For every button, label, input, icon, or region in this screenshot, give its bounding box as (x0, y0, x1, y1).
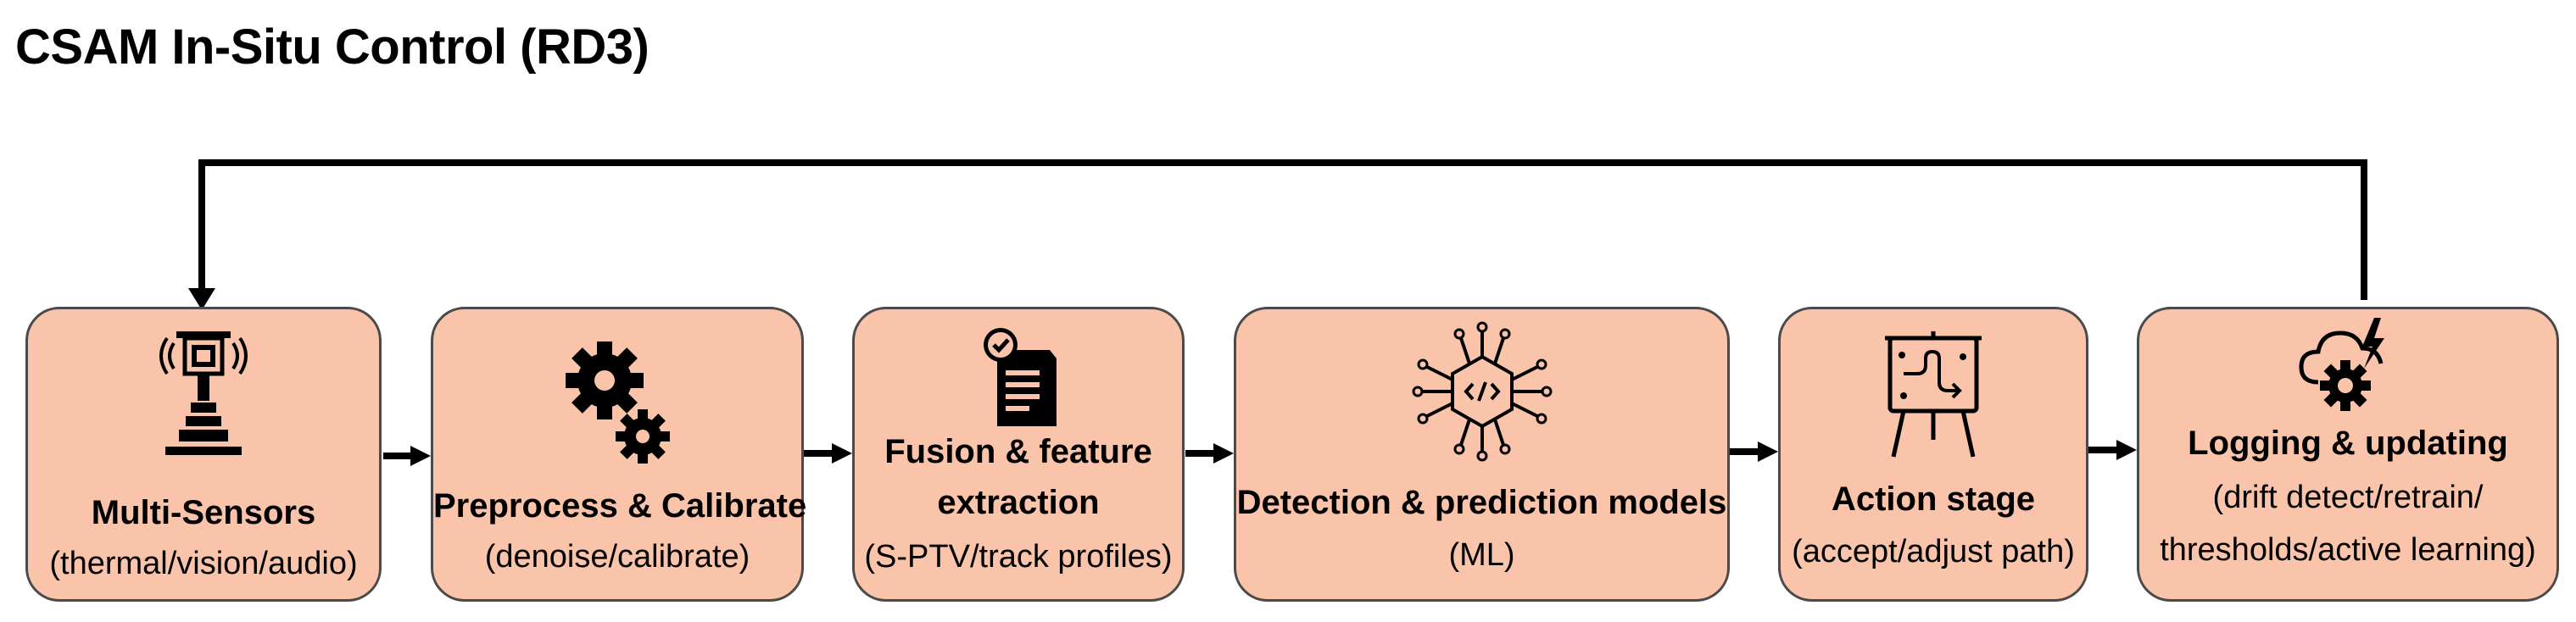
gears-icon (566, 342, 670, 464)
document-check-icon (984, 328, 1057, 426)
stage-logging: Logging & updating (drift detect/retrain… (2137, 307, 2559, 602)
feedback-loop-arrow (188, 159, 2367, 310)
stage-detail: (accept/adjust path) (1792, 534, 2075, 569)
stage-preprocess: Preprocess & Calibrate (denoise/calibrat… (431, 307, 807, 602)
chip-code-icon (1412, 321, 1552, 462)
stage-detail: (thermal/vision/audio) (49, 546, 358, 581)
stage-fusion: Fusion & feature extraction (S-PTV/track… (852, 307, 1185, 602)
easel-path-icon (1885, 331, 1982, 458)
stage-title-line-2: extraction (937, 484, 1100, 521)
stage-title: Detection & prediction models (1236, 484, 1727, 521)
stage-title: Action stage (1831, 480, 2036, 518)
stage-title: Preprocess & Calibrate (433, 487, 807, 525)
stage-detail-line-1: (drift detect/retrain/ (2212, 480, 2484, 515)
stage-title: Logging & updating (2188, 425, 2508, 462)
stage-action: Action stage (accept/adjust path) (1778, 307, 2088, 602)
stage-detection: Detection & prediction models (ML) (1234, 307, 1730, 602)
stage-title: Multi-Sensors (91, 494, 316, 531)
stage-title-line-1: Fusion & feature (884, 433, 1152, 470)
page-title: CSAM In-Situ Control (RD3) (15, 19, 650, 75)
stage-multi-sensors: Multi-Sensors (thermal/vision/audio) (25, 307, 382, 602)
arrow-4-to-5 (1730, 442, 1778, 462)
stage-detail: (ML) (1448, 537, 1515, 573)
cloud-gear-bolt-icon (2299, 318, 2384, 411)
stage-detail: (denoise/calibrate) (484, 539, 750, 575)
arrow-2-to-3 (804, 443, 852, 464)
arrow-3-to-4 (1185, 443, 1234, 464)
sensor-tower-icon (159, 331, 248, 455)
arrow-5-to-6 (2088, 440, 2137, 460)
arrow-1-to-2 (383, 446, 431, 466)
stage-detail: (S-PTV/track profiles) (864, 539, 1173, 575)
stage-detail-line-2: thresholds/active learning) (2160, 532, 2536, 568)
